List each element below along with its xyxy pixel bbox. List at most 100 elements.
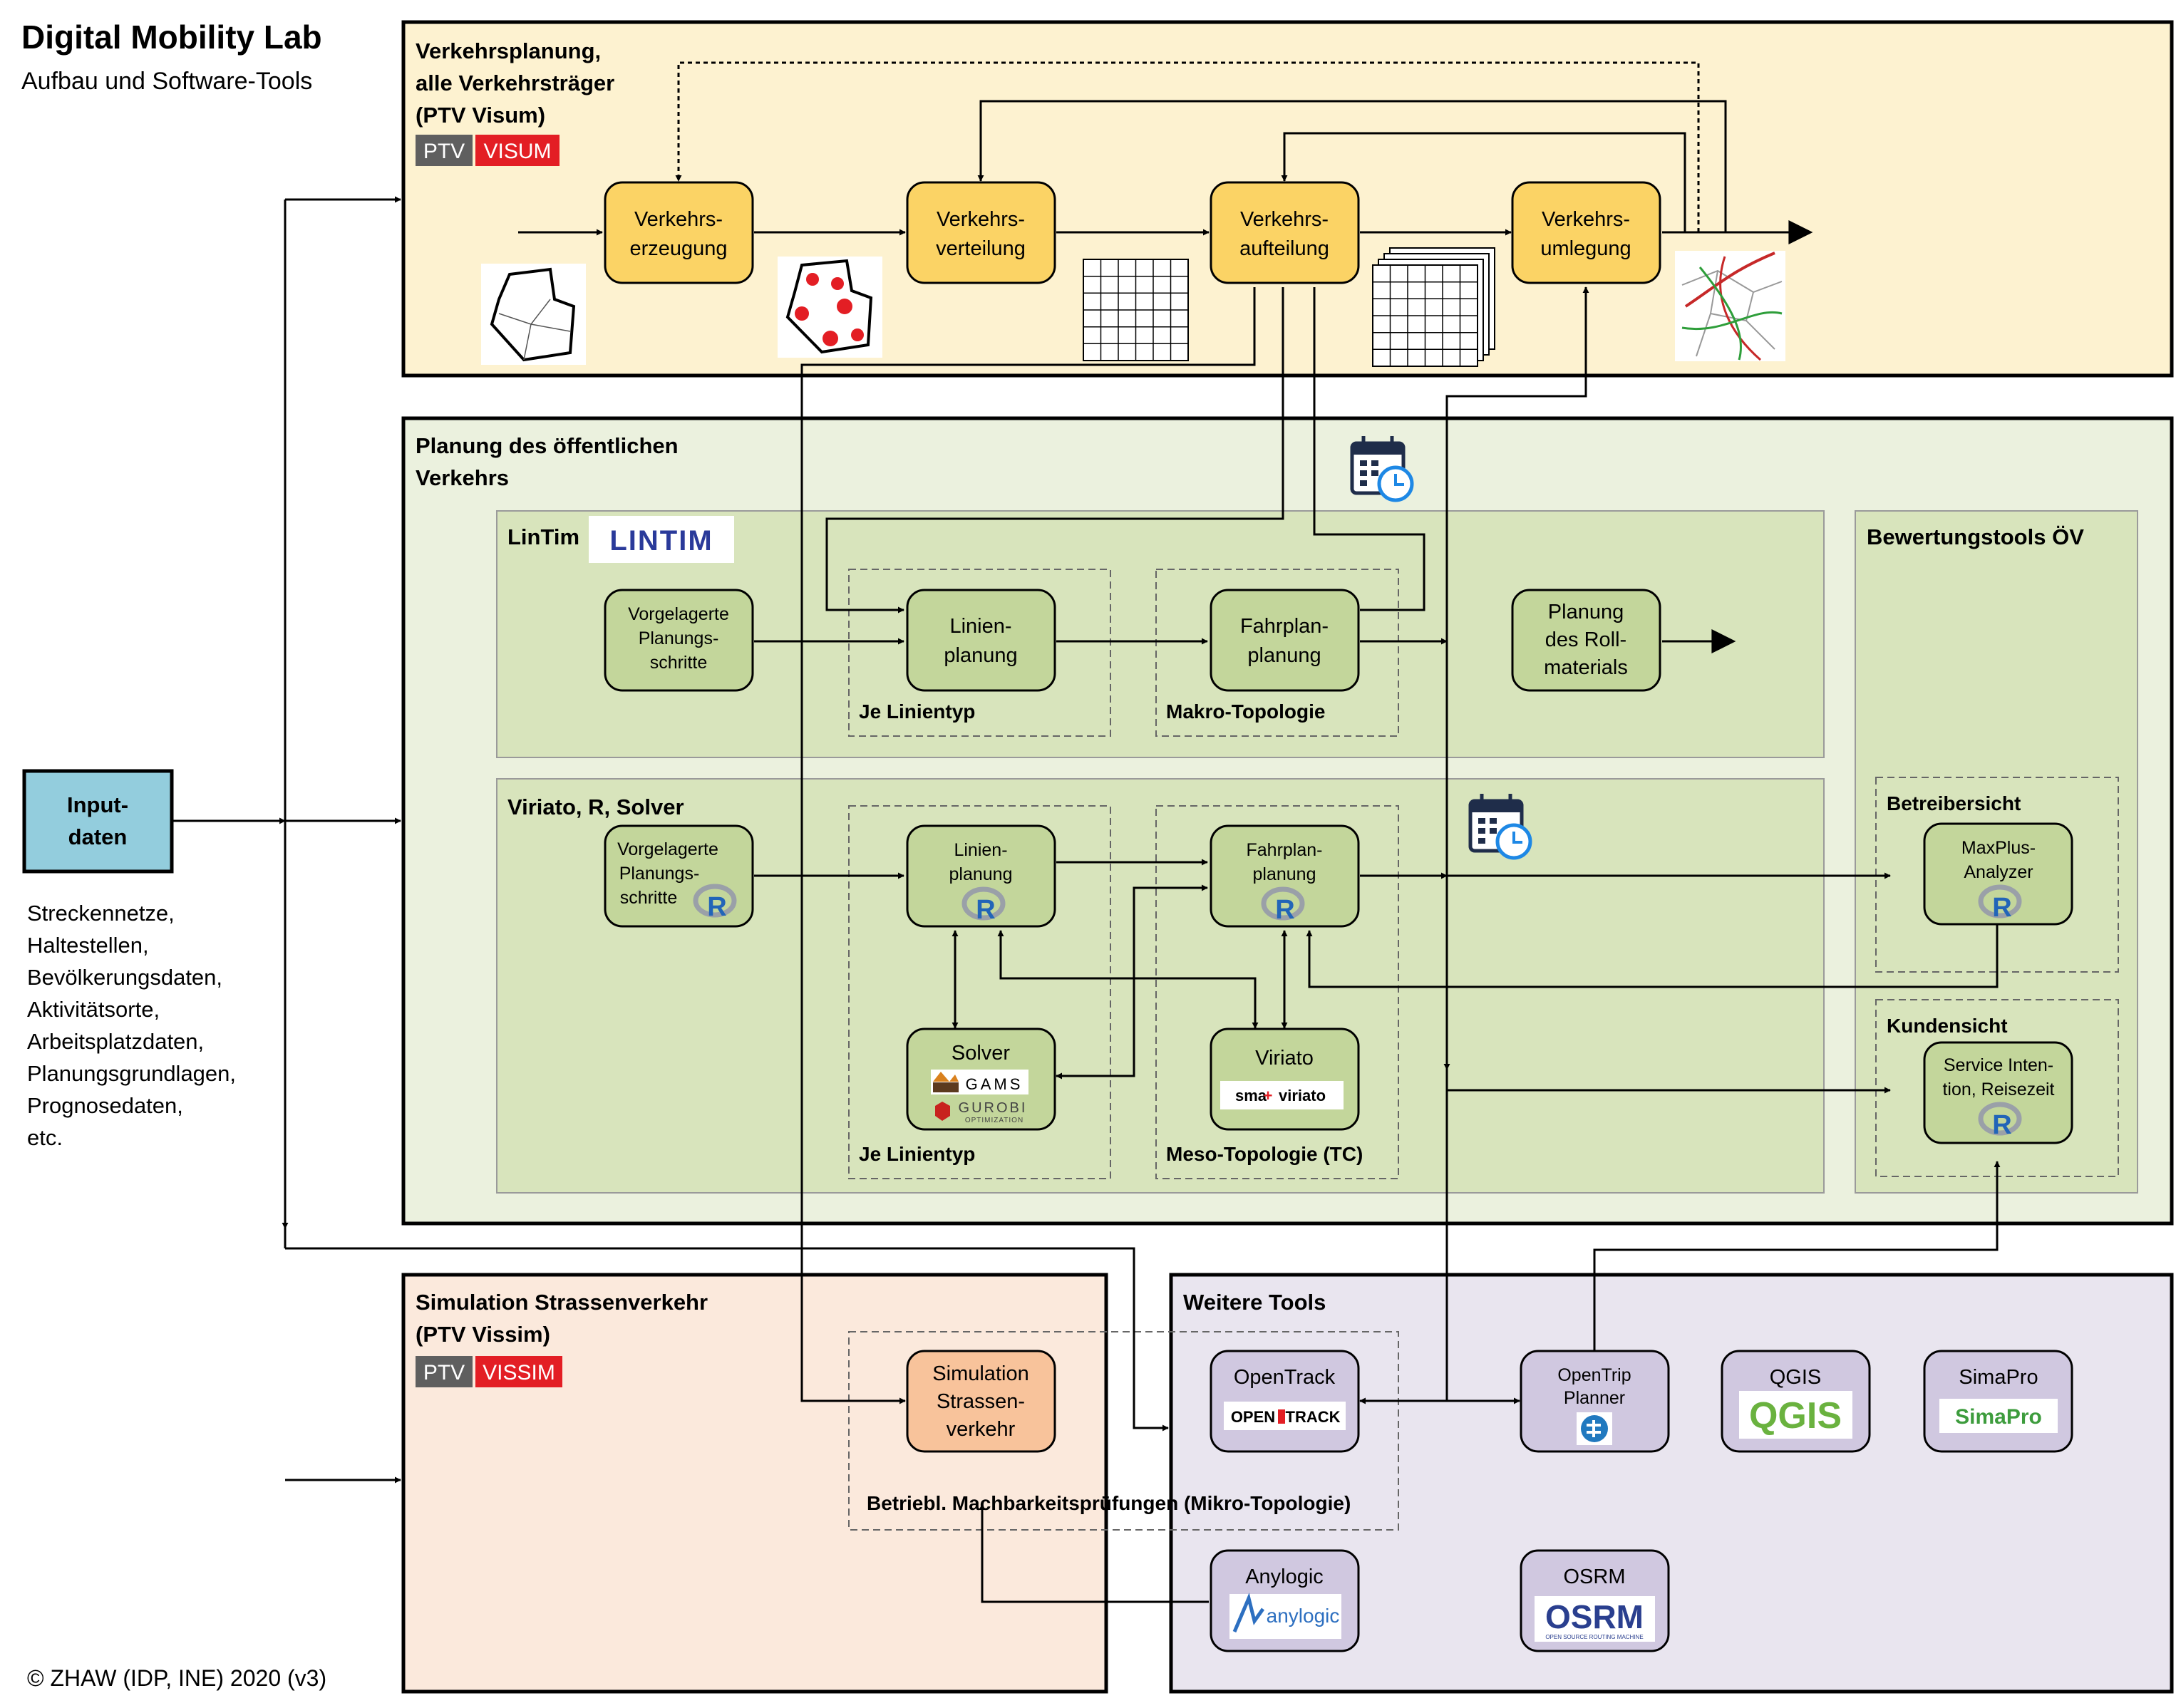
micro-topology-group xyxy=(848,1331,1399,1531)
vissim-title-line: (PTV Vissim) xyxy=(416,1322,550,1347)
node-label: verkehr xyxy=(947,1418,1016,1441)
osrm-logo-sub: OPEN SOURCE ROUTING MACHINE xyxy=(1545,1634,1643,1640)
input-data-list: Streckennetze, Haltestellen, Bevölkerung… xyxy=(27,901,236,1150)
r-logo-icon: R xyxy=(1261,886,1305,925)
simulation-road-traffic-node: Simulation Strassen- verkehr xyxy=(906,1350,1056,1453)
node-label: planung xyxy=(949,864,1013,884)
node-label: Strassen- xyxy=(937,1390,1025,1413)
viriato-node-timetable-planning: Fahrplan- planung R xyxy=(1210,824,1360,928)
node-label: Verkehrs- xyxy=(1240,208,1329,231)
calendar-clock-icon xyxy=(1468,794,1532,860)
visum-title-line: alle Verkehrsträger xyxy=(416,71,614,95)
node-label: Linien- xyxy=(954,840,1007,860)
lintim-line-group-label: Je Linientyp xyxy=(859,700,975,723)
node-label: tion, Reisezeit xyxy=(1942,1080,2054,1099)
r-logo-text: R xyxy=(1275,895,1294,925)
zones-map-icon xyxy=(481,264,586,365)
node-label: erzeugung xyxy=(629,237,727,260)
r-logo-icon: R xyxy=(1978,1102,2022,1140)
viriato-line-group-label: Je Linientyp xyxy=(859,1143,975,1165)
copyright: © ZHAW (IDP, INE) 2020 (v3) xyxy=(27,1665,326,1691)
node-label: aufteilung xyxy=(1239,237,1329,260)
gams-logo: GAMS xyxy=(931,1070,1028,1094)
ptv-visum-logo: PTV VISUM xyxy=(416,135,560,166)
viriato-node-solver: Solver GAMS GUROBI OPTIMIZATION xyxy=(906,1028,1056,1131)
node-label: OpenTrip xyxy=(1557,1365,1631,1385)
node-label: Planungs- xyxy=(619,864,700,884)
node-label: Linien- xyxy=(949,615,1011,638)
ptv-logo-text: PTV xyxy=(423,1361,465,1384)
vissim-title-line: Simulation Strassenverkehr xyxy=(416,1290,708,1315)
r-logo-icon: R xyxy=(693,884,737,922)
lintim-node-rolling-stock: Planung des Roll- materials xyxy=(1511,589,1661,692)
node-label: Verkehrs- xyxy=(1542,208,1630,231)
node-label: planung xyxy=(944,644,1017,667)
customer-view-label: Kundensicht xyxy=(1887,1015,2008,1037)
node-label: Planung xyxy=(1548,601,1624,623)
visum-logo-text: VISUM xyxy=(483,140,551,163)
input-data-box xyxy=(22,769,174,874)
sma-viriato-logo: sma + viriato xyxy=(1220,1081,1344,1109)
opentripplanner-logo-icon xyxy=(1577,1412,1612,1445)
input-list-item: Planungsgrundlagen, xyxy=(27,1061,236,1086)
tools-title: Weitere Tools xyxy=(1183,1290,1326,1315)
ptv-vissim-logo: PTV VISSIM xyxy=(416,1356,562,1387)
gams-logo-text: GAMS xyxy=(966,1075,1023,1093)
gurobi-logo-sub: OPTIMIZATION xyxy=(965,1117,1023,1124)
opentripplanner-node: OpenTrip Planner xyxy=(1520,1350,1670,1453)
od-matrix-stack-icon xyxy=(1372,247,1495,367)
input-list-item: etc. xyxy=(27,1125,63,1150)
lintim-logo-text: LINTIM xyxy=(609,525,713,557)
viriato-node-pre-steps: Vorgelagerte Planungs- schritte R xyxy=(604,824,754,928)
anylogic-node: Anylogic anylogic xyxy=(1210,1549,1360,1652)
input-list-item: Prognosedaten, xyxy=(27,1093,183,1118)
lintim-node-timetable-planning: Fahrplan- planung xyxy=(1210,589,1360,692)
visum-node-erzeugung: Verkehrs- erzeugung xyxy=(604,181,754,284)
od-matrix-icon xyxy=(1083,259,1189,361)
eval-title: Bewertungstools ÖV xyxy=(1867,524,2084,549)
anylogic-logo-text: anylogic xyxy=(1267,1605,1340,1627)
viriato-logo-text: viriato xyxy=(1279,1087,1326,1104)
visum-node-aufteilung: Verkehrs- aufteilung xyxy=(1210,181,1360,284)
node-label: planung xyxy=(1247,644,1321,667)
node-label: Analyzer xyxy=(1964,862,2033,882)
visum-title-line: (PTV Visum) xyxy=(416,103,545,128)
input-list-item: Bevölkerungsdaten, xyxy=(27,965,222,990)
node-label: Vorgelagerte xyxy=(617,839,718,859)
ptv-logo-text: PTV xyxy=(423,140,465,163)
lintim-label: LinTim xyxy=(507,524,579,549)
node-label: QGIS xyxy=(1770,1366,1822,1389)
lintim-timetable-group-label: Makro-Topologie xyxy=(1166,700,1325,723)
oev-title-line: Planung des öffentlichen xyxy=(416,433,679,458)
osrm-node: OSRM OSRM OPEN SOURCE ROUTING MACHINE xyxy=(1520,1549,1670,1652)
node-label: Verkehrs- xyxy=(937,208,1025,231)
node-label: Anylogic xyxy=(1245,1565,1324,1588)
node-label: SimaPro xyxy=(1959,1366,2038,1389)
assignment-network-icon xyxy=(1675,251,1785,361)
node-label: Fahrplan- xyxy=(1240,615,1329,638)
node-label: schritte xyxy=(620,888,678,908)
r-logo-icon: R xyxy=(961,886,1006,925)
viriato-label: Viriato, R, Solver xyxy=(507,795,684,819)
opentrack-node: OpenTrack OPEN TRACK xyxy=(1210,1350,1360,1453)
sma-plus-text: + xyxy=(1264,1087,1273,1104)
node-label: planung xyxy=(1253,864,1316,884)
node-label: OSRM xyxy=(1564,1565,1626,1588)
opentrack-logo-right: TRACK xyxy=(1286,1408,1341,1426)
node-label: materials xyxy=(1544,656,1628,679)
node-label: Solver xyxy=(952,1042,1011,1065)
visum-node-umlegung: Verkehrs- umlegung xyxy=(1511,181,1661,284)
node-label: Simulation xyxy=(932,1362,1028,1385)
r-logo-text: R xyxy=(1992,1110,2011,1140)
r-logo-text: R xyxy=(1992,893,2011,923)
micro-topology-label: Betriebl. Machbarkeitsprüfungen (Mikro-T… xyxy=(867,1492,1351,1514)
node-label: Viriato xyxy=(1255,1047,1314,1070)
opentrack-logo-left: OPEN xyxy=(1231,1408,1275,1426)
qgis-node: QGIS QGIS xyxy=(1721,1350,1871,1453)
vissim-logo-text: VISSIM xyxy=(483,1361,555,1384)
maxplus-analyzer-node: MaxPlus- Analyzer R xyxy=(1923,822,2073,926)
page-subtitle: Aufbau und Software-Tools xyxy=(21,68,312,95)
calendar-clock-icon xyxy=(1350,436,1414,502)
viriato-node-viriato: Viriato sma + viriato xyxy=(1210,1028,1360,1131)
input-list-item: Aktivitätsorte, xyxy=(27,997,160,1022)
